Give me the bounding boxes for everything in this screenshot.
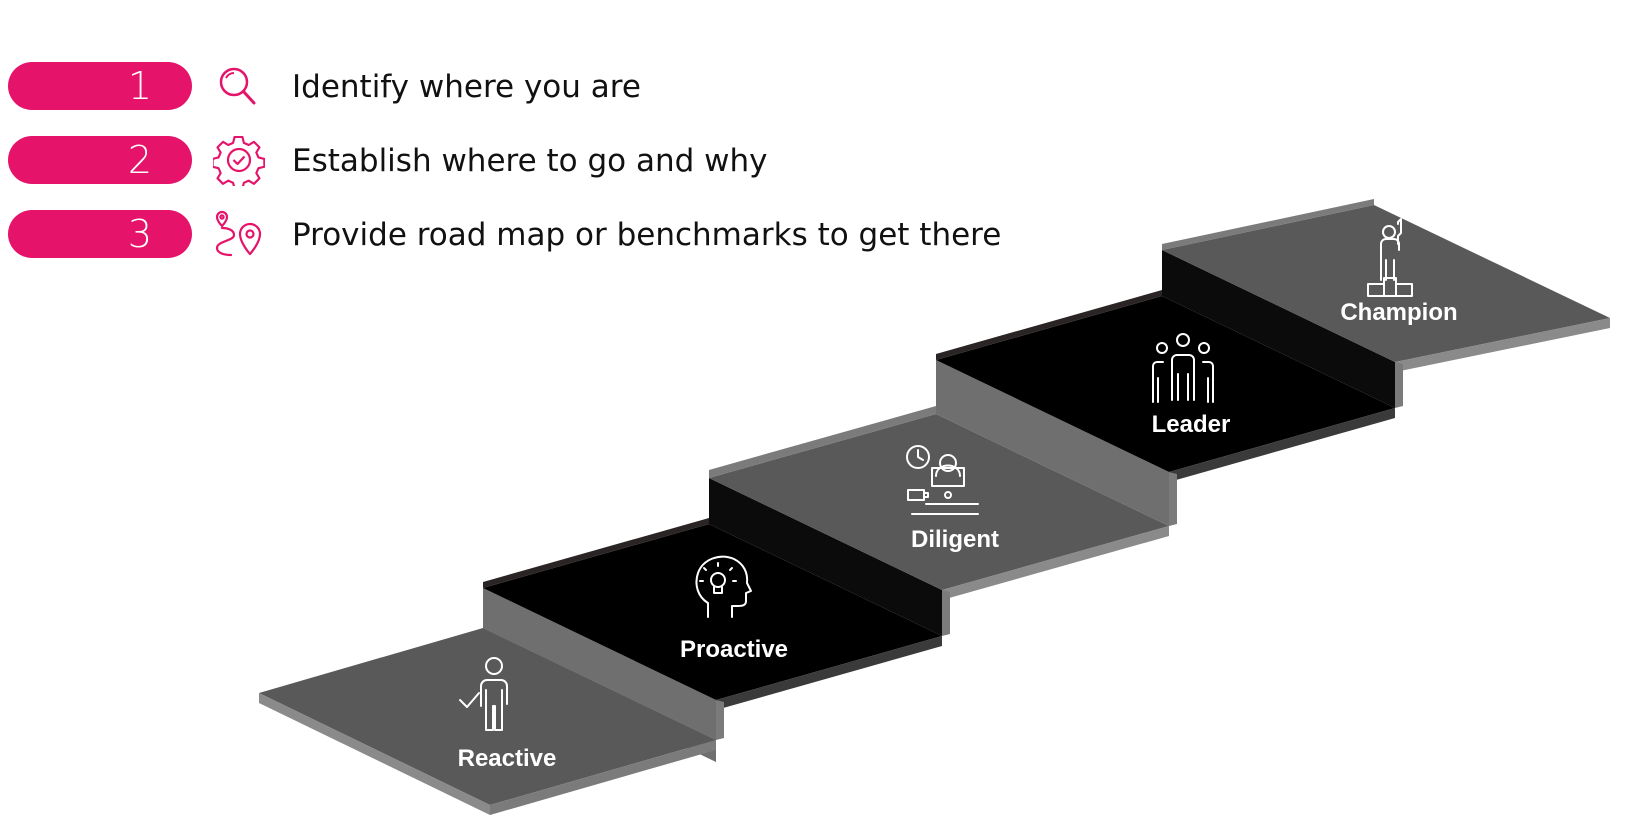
stair-step-diligent — [709, 360, 1169, 636]
stair-step-champion — [1162, 199, 1610, 408]
step-text: Provide road map or benchmarks to get th… — [292, 217, 1002, 253]
stage-label-proactive: Proactive — [680, 636, 788, 663]
step-text: Establish where to go and why — [292, 143, 768, 179]
stage-label-champion: Champion — [1340, 299, 1457, 326]
step-number: 3 — [127, 212, 152, 256]
person-podium-icon — [1367, 218, 1413, 297]
step-number-pill: 2 — [8, 136, 192, 184]
step-number: 1 — [127, 64, 152, 108]
head-lightbulb-icon — [695, 555, 752, 618]
stage-label-diligent: Diligent — [911, 526, 999, 553]
person-check-icon — [459, 657, 508, 731]
stair-step-reactive — [259, 588, 716, 815]
step-text: Identify where you are — [292, 69, 641, 105]
stage-label-reactive: Reactive — [458, 745, 557, 772]
stair-step-leader — [936, 250, 1395, 526]
step-row-2: 2 Establish where to go and why — [0, 136, 1000, 186]
step-number: 2 — [127, 138, 152, 182]
step-row-1: 1 Identify where you are — [0, 62, 1000, 112]
step-row-3: 3 Provide road map or benchmarks to get … — [0, 210, 1002, 260]
step-number-pill: 1 — [8, 62, 192, 110]
step-number-pill: 3 — [8, 210, 192, 258]
group-people-icon — [1152, 333, 1214, 403]
stage-label-leader: Leader — [1152, 411, 1231, 438]
gear-check-icon — [213, 136, 265, 186]
stair-step-proactive — [483, 478, 942, 740]
route-pin-icon — [215, 210, 262, 257]
magnifier-icon — [219, 67, 256, 105]
person-laptop-clock-icon — [906, 445, 979, 515]
